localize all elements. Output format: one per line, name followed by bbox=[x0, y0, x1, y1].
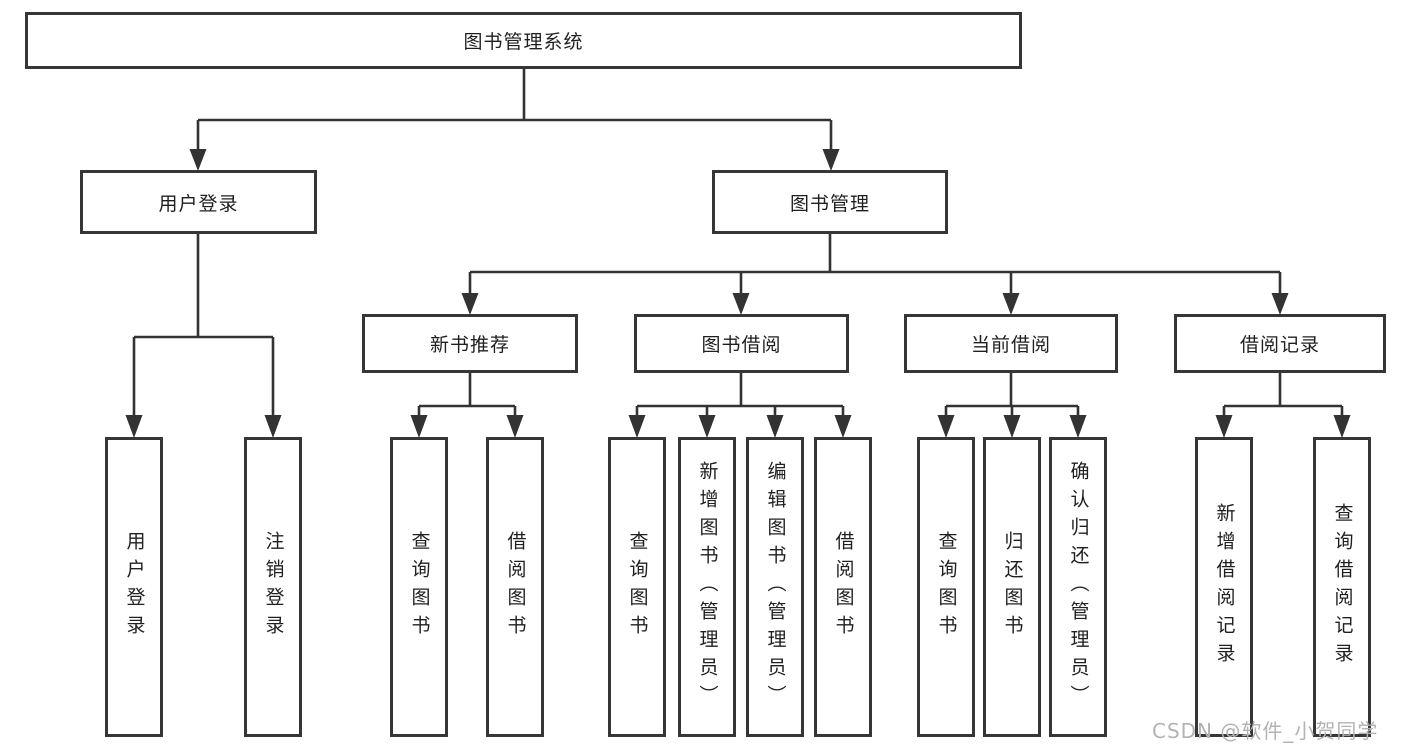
connector-bookmgmt-to-level3 bbox=[468, 234, 1282, 294]
node-user-login: 用户登录 bbox=[80, 170, 317, 234]
leaf-query-book-1-label: 查询图书 bbox=[408, 531, 431, 643]
leaf-confirm-return-admin: 确认归还（管理员） bbox=[1049, 437, 1107, 737]
node-book-management: 图书管理 bbox=[712, 170, 948, 234]
node-borrow-record: 借阅记录 bbox=[1174, 314, 1386, 373]
node-book-borrow: 图书借阅 bbox=[634, 314, 849, 373]
node-library-system-label: 图书管理系统 bbox=[463, 31, 584, 53]
leaf-confirm-return-admin-label: 确认归还（管理员） bbox=[1067, 461, 1090, 713]
node-current-borrow-label: 当前借阅 bbox=[970, 334, 1051, 356]
node-new-book-recommend-label: 新书推荐 bbox=[429, 334, 510, 356]
connector-current-to-leaves bbox=[944, 373, 1080, 416]
node-borrow-record-label: 借阅记录 bbox=[1239, 334, 1320, 356]
connector-newbook-to-leaves bbox=[417, 373, 517, 416]
leaf-add-borrow-record-label: 新增借阅记录 bbox=[1213, 503, 1236, 671]
leaf-query-borrow-record: 查询借阅记录 bbox=[1313, 437, 1371, 737]
leaf-borrow-book-1-label: 借阅图书 bbox=[504, 531, 527, 643]
leaf-user-login-label: 用户登录 bbox=[123, 531, 146, 643]
node-book-borrow-label: 图书借阅 bbox=[701, 334, 782, 356]
leaf-query-book-2: 查询图书 bbox=[608, 437, 666, 737]
leaf-query-borrow-record-label: 查询借阅记录 bbox=[1331, 503, 1354, 671]
node-user-login-label: 用户登录 bbox=[158, 192, 239, 215]
csdn-watermark: CSDN @软件_小贺同学 bbox=[1152, 719, 1379, 743]
node-current-borrow: 当前借阅 bbox=[904, 314, 1118, 373]
node-book-management-label: 图书管理 bbox=[789, 192, 870, 215]
node-library-system: 图书管理系统 bbox=[25, 12, 1022, 69]
node-new-book-recommend: 新书推荐 bbox=[362, 314, 578, 373]
leaf-logout: 注销登录 bbox=[244, 437, 302, 737]
leaf-logout-label: 注销登录 bbox=[262, 531, 285, 643]
leaf-borrow-book-1: 借阅图书 bbox=[486, 437, 544, 737]
connector-record-to-leaves bbox=[1222, 373, 1344, 416]
leaf-add-book-admin-label: 新增图书（管理员） bbox=[696, 461, 719, 713]
leaf-return-book: 归还图书 bbox=[983, 437, 1041, 737]
arrowheads bbox=[125, 149, 1351, 438]
leaf-edit-book-admin-label: 编辑图书（管理员） bbox=[764, 461, 787, 713]
connector-borrow-to-leaves bbox=[635, 373, 845, 416]
leaf-add-book-admin: 新增图书（管理员） bbox=[678, 437, 736, 737]
leaf-query-book-3: 查询图书 bbox=[917, 437, 975, 737]
connector-root-to-level2 bbox=[196, 69, 833, 150]
leaf-query-book-2-label: 查询图书 bbox=[626, 531, 649, 643]
leaf-add-borrow-record: 新增借阅记录 bbox=[1195, 437, 1253, 737]
leaf-query-book-1: 查询图书 bbox=[390, 437, 448, 737]
leaf-query-book-3-label: 查询图书 bbox=[935, 531, 958, 643]
leaf-borrow-book-2-label: 借阅图书 bbox=[832, 531, 855, 643]
leaf-user-login: 用户登录 bbox=[105, 437, 163, 737]
leaf-return-book-label: 归还图书 bbox=[1001, 531, 1024, 643]
leaf-borrow-book-2: 借阅图书 bbox=[814, 437, 872, 737]
connector-userlogin-to-leaves bbox=[132, 234, 275, 416]
leaf-edit-book-admin: 编辑图书（管理员） bbox=[746, 437, 804, 737]
